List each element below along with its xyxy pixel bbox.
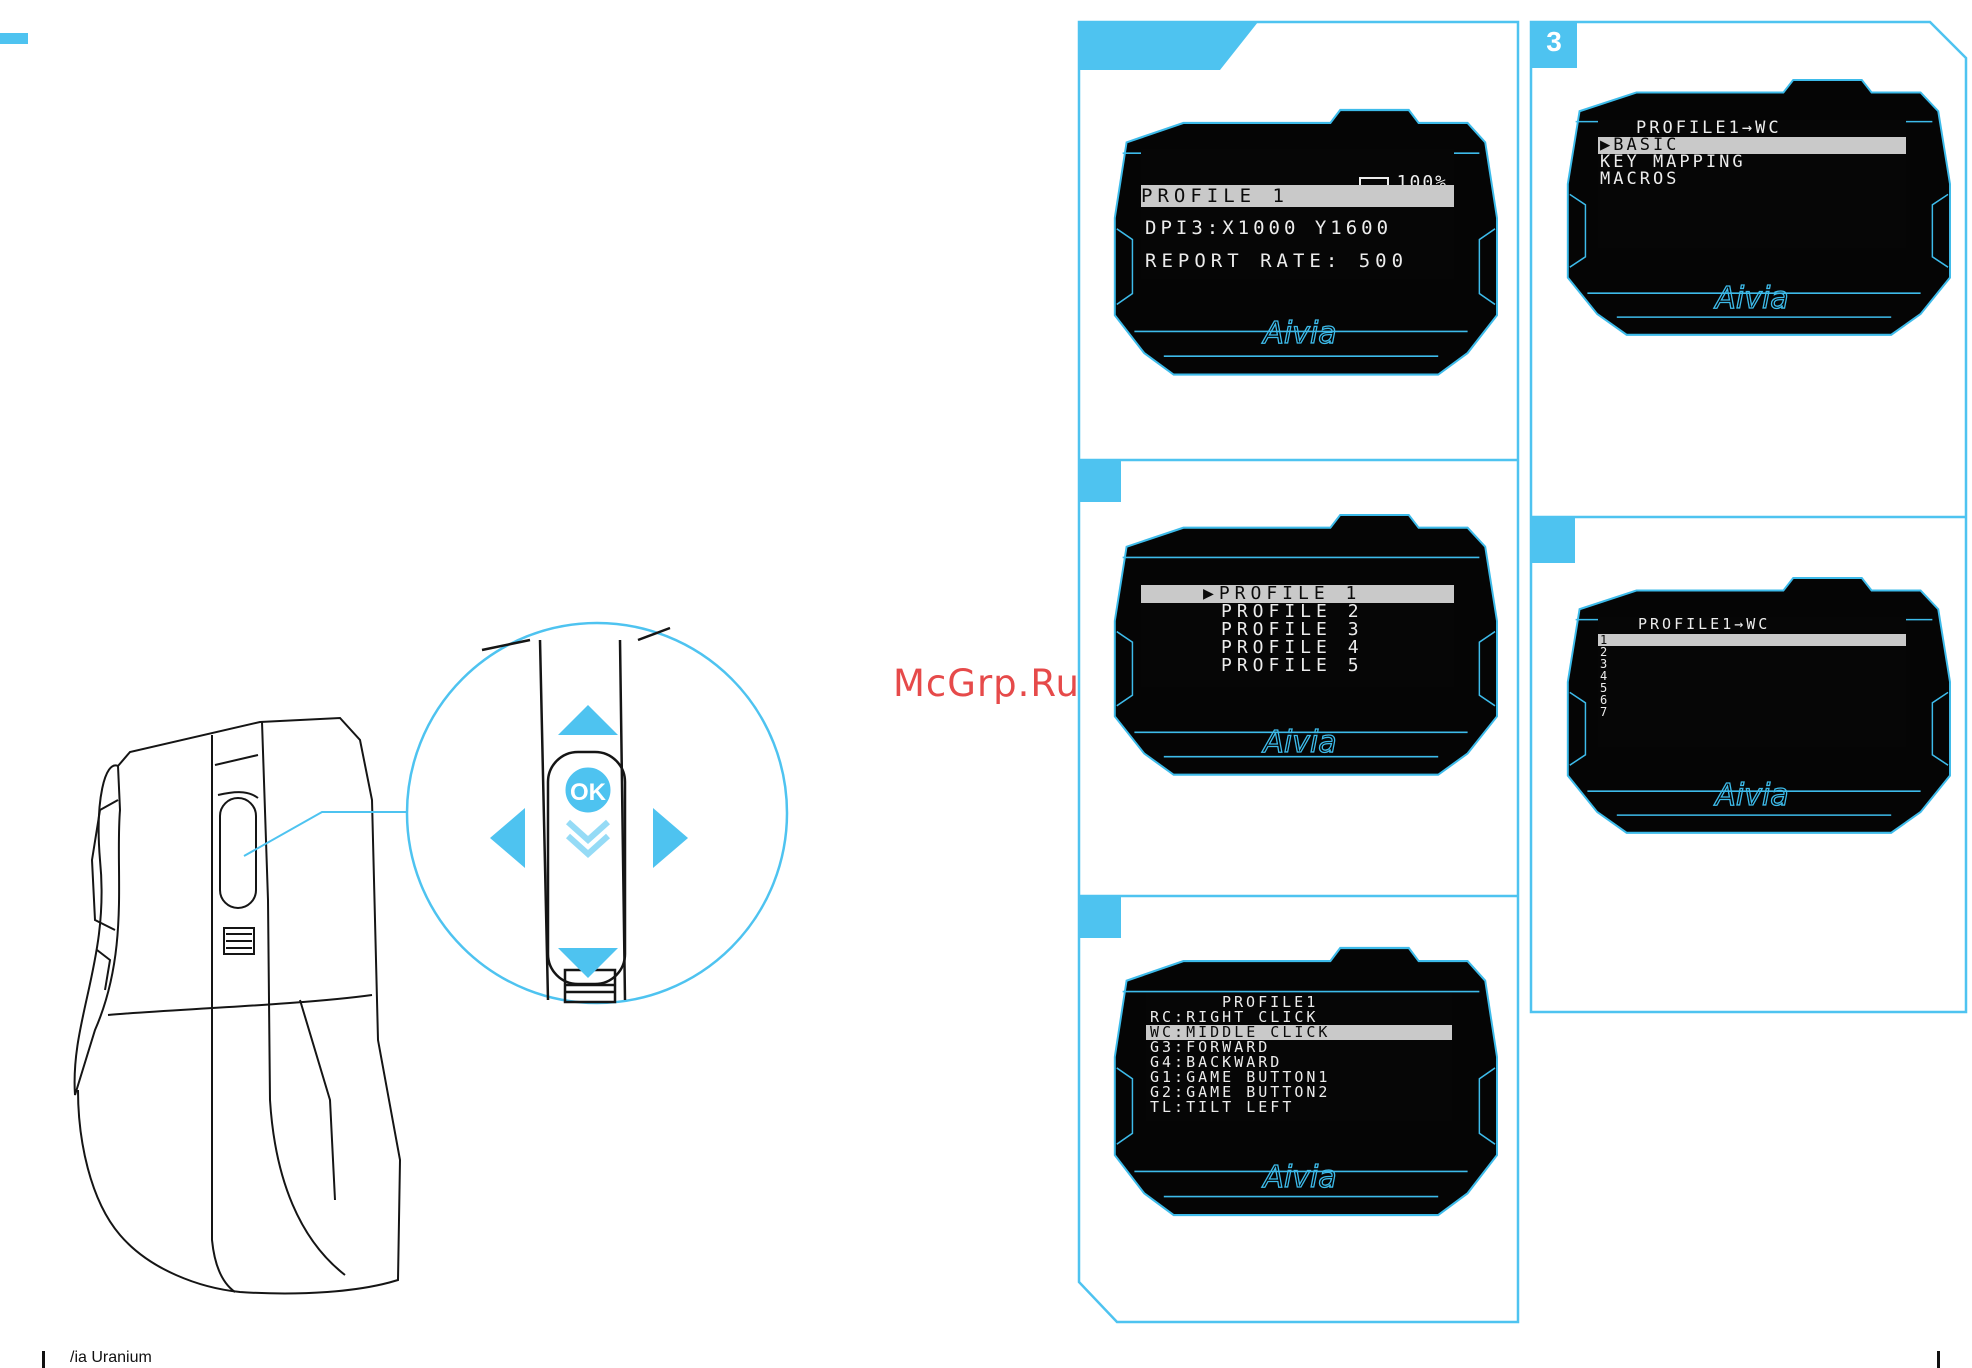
menu-item: G1:GAME BUTTON1 — [1150, 1068, 1331, 1086]
footer-marker-right — [1937, 1351, 1940, 1368]
menu-item: PROFILE 5 — [1221, 655, 1364, 676]
footer-text: /ia Uranium — [70, 1349, 152, 1366]
screen-title: PROFILE1→WC — [1638, 617, 1771, 633]
menu-item: 4 — [1600, 669, 1611, 683]
step-1-tab — [1079, 22, 1258, 70]
screen-status: 100% PROFILE 1 DPI3:X1000 Y1600 REPORT R… — [1141, 149, 1454, 279]
menu-item: WC:MIDDLE CLICK — [1146, 1025, 1452, 1040]
ok-label: OK — [570, 779, 607, 806]
arrow-down-icon — [558, 948, 618, 978]
menu-item: KEY MAPPING — [1600, 152, 1746, 172]
ok-button-icon — [562, 764, 614, 816]
menu-item: PROFILE 4 — [1221, 637, 1364, 658]
menu-item: G4:BACKWARD — [1150, 1053, 1283, 1071]
screen-basic-menu: PROFILE1→WC ▶BASIC KEY MAPPING MACROS — [1598, 120, 1906, 248]
menu-item: ▶BASIC — [1598, 137, 1906, 154]
panel-frame-left — [1077, 20, 1520, 1324]
screen-function-list: PROFILE1→WC 1 2 3 4 5 6 7 — [1598, 617, 1906, 747]
menu-item: PROFILE 3 — [1221, 619, 1364, 640]
arrow-right-icon — [653, 808, 688, 868]
screen-key-mapping: PROFILE1 RC:RIGHT CLICK WC:MIDDLE CLICK … — [1146, 993, 1452, 1121]
menu-item: 6 — [1600, 693, 1611, 707]
screen-profiles: ▶PROFILE 1 PROFILE 2 PROFILE 3 PROFILE 4… — [1141, 585, 1454, 687]
arrow-up-icon — [558, 705, 618, 735]
step-2-tab — [1079, 460, 1121, 502]
step-5-tab — [1531, 517, 1575, 563]
screen-title: PROFILE1 — [1222, 993, 1319, 1011]
screen-line: REPORT RATE: 500 — [1145, 250, 1409, 272]
menu-item: 3 — [1600, 657, 1611, 671]
screen-line: PROFILE 1 — [1141, 185, 1454, 207]
step-4-tab — [1079, 896, 1121, 938]
step-3-badge: 3 — [1531, 22, 1577, 68]
menu-item: PROFILE 2 — [1221, 601, 1364, 622]
panel-frame-right — [1529, 20, 1968, 1014]
menu-item: 2 — [1600, 645, 1611, 659]
menu-item: G2:GAME BUTTON2 — [1150, 1083, 1331, 1101]
menu-item: G3:FORWARD — [1150, 1038, 1271, 1056]
menu-item: MACROS — [1600, 169, 1680, 189]
menu-item: TL:TILT LEFT — [1150, 1098, 1295, 1116]
arrow-left-icon — [490, 808, 525, 868]
menu-item: 5 — [1600, 681, 1611, 695]
footer-marker-left — [42, 1351, 45, 1368]
screen-line: DPI3:X1000 Y1600 — [1145, 217, 1393, 239]
screen-title: PROFILE1→WC — [1636, 120, 1782, 138]
menu-item: 7 — [1600, 705, 1611, 719]
menu-item: RC:RIGHT CLICK — [1150, 1008, 1319, 1026]
menu-item: ▶PROFILE 1 — [1141, 585, 1454, 603]
section-tab — [0, 33, 28, 44]
watermark: McGrp.Ru — [893, 662, 1080, 705]
menu-item: 1 — [1598, 634, 1906, 646]
